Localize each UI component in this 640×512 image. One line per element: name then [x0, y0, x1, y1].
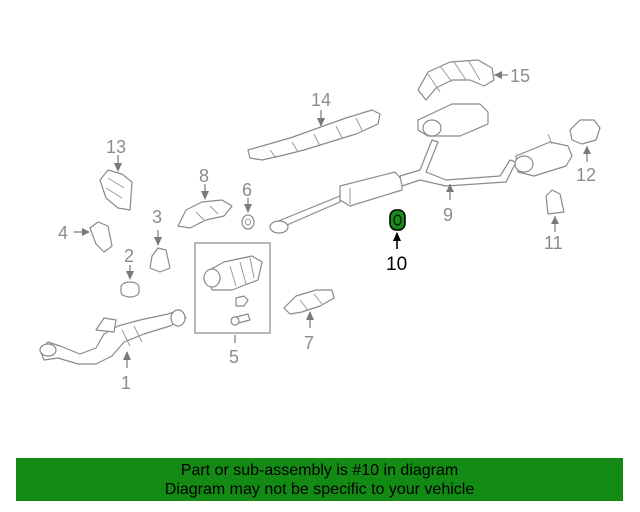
callout-6[interactable]: 6: [242, 180, 252, 200]
part-8-heat-shield[interactable]: [177, 199, 233, 229]
callout-7[interactable]: 7: [304, 333, 314, 353]
callout-13[interactable]: 13: [106, 137, 126, 157]
banner-line-2: Diagram may not be specific to your vehi…: [164, 481, 475, 498]
arrow-2: [126, 271, 134, 280]
part-15-heat-shield[interactable]: [417, 59, 495, 101]
callout-15[interactable]: 15: [510, 66, 530, 86]
arrow-6: [244, 204, 252, 213]
part-4-bracket[interactable]: [89, 221, 113, 253]
part-9-exhaust-pipe[interactable]: [269, 103, 573, 234]
banner-line-1: Part or sub-assembly is #10 in diagram: [180, 462, 459, 479]
arrow-3: [154, 237, 162, 246]
part-13-heat-shield[interactable]: [99, 169, 133, 211]
part-7-heat-shield[interactable]: [283, 289, 335, 315]
part-1-front-pipe[interactable]: [39, 309, 187, 365]
arrow-12: [583, 146, 591, 154]
callout-9[interactable]: 9: [443, 205, 453, 225]
info-banner: Part or sub-assembly is #10 in diagram D…: [16, 458, 623, 501]
arrow-10: [393, 232, 401, 241]
part-10-hanger[interactable]: [389, 209, 406, 231]
callout-8[interactable]: 8: [199, 166, 209, 186]
arrow-7: [306, 311, 314, 320]
part-6-gasket[interactable]: [241, 214, 255, 230]
part-11-bracket[interactable]: [545, 189, 565, 215]
arrow-15: [494, 71, 502, 79]
arrow-13: [114, 163, 122, 172]
arrow-11: [551, 216, 559, 224]
callout-2[interactable]: 2: [124, 246, 134, 266]
callout-14[interactable]: 14: [311, 90, 331, 110]
callout-5[interactable]: 5: [229, 347, 239, 367]
part-12-hanger[interactable]: [569, 119, 601, 145]
callout-11[interactable]: 11: [544, 233, 563, 253]
callout-12[interactable]: 12: [576, 165, 596, 185]
callout-10[interactable]: 10: [386, 254, 407, 275]
arrow-14: [317, 118, 325, 127]
callout-4[interactable]: 4: [58, 223, 68, 243]
arrow-9: [446, 184, 454, 192]
exhaust-parts-diagram: 15 14 9 12 11 10: [39, 59, 601, 393]
part-2-washer[interactable]: [120, 281, 140, 298]
arrow-1: [123, 351, 131, 360]
arrow-4: [82, 228, 90, 236]
part-14-heat-shield[interactable]: [247, 109, 381, 161]
arrow-8: [201, 191, 209, 200]
callout-3[interactable]: 3: [152, 207, 162, 227]
part-5-converter-kit[interactable]: [194, 242, 271, 334]
callout-1[interactable]: 1: [121, 373, 131, 393]
part-3-mount[interactable]: [149, 247, 171, 273]
